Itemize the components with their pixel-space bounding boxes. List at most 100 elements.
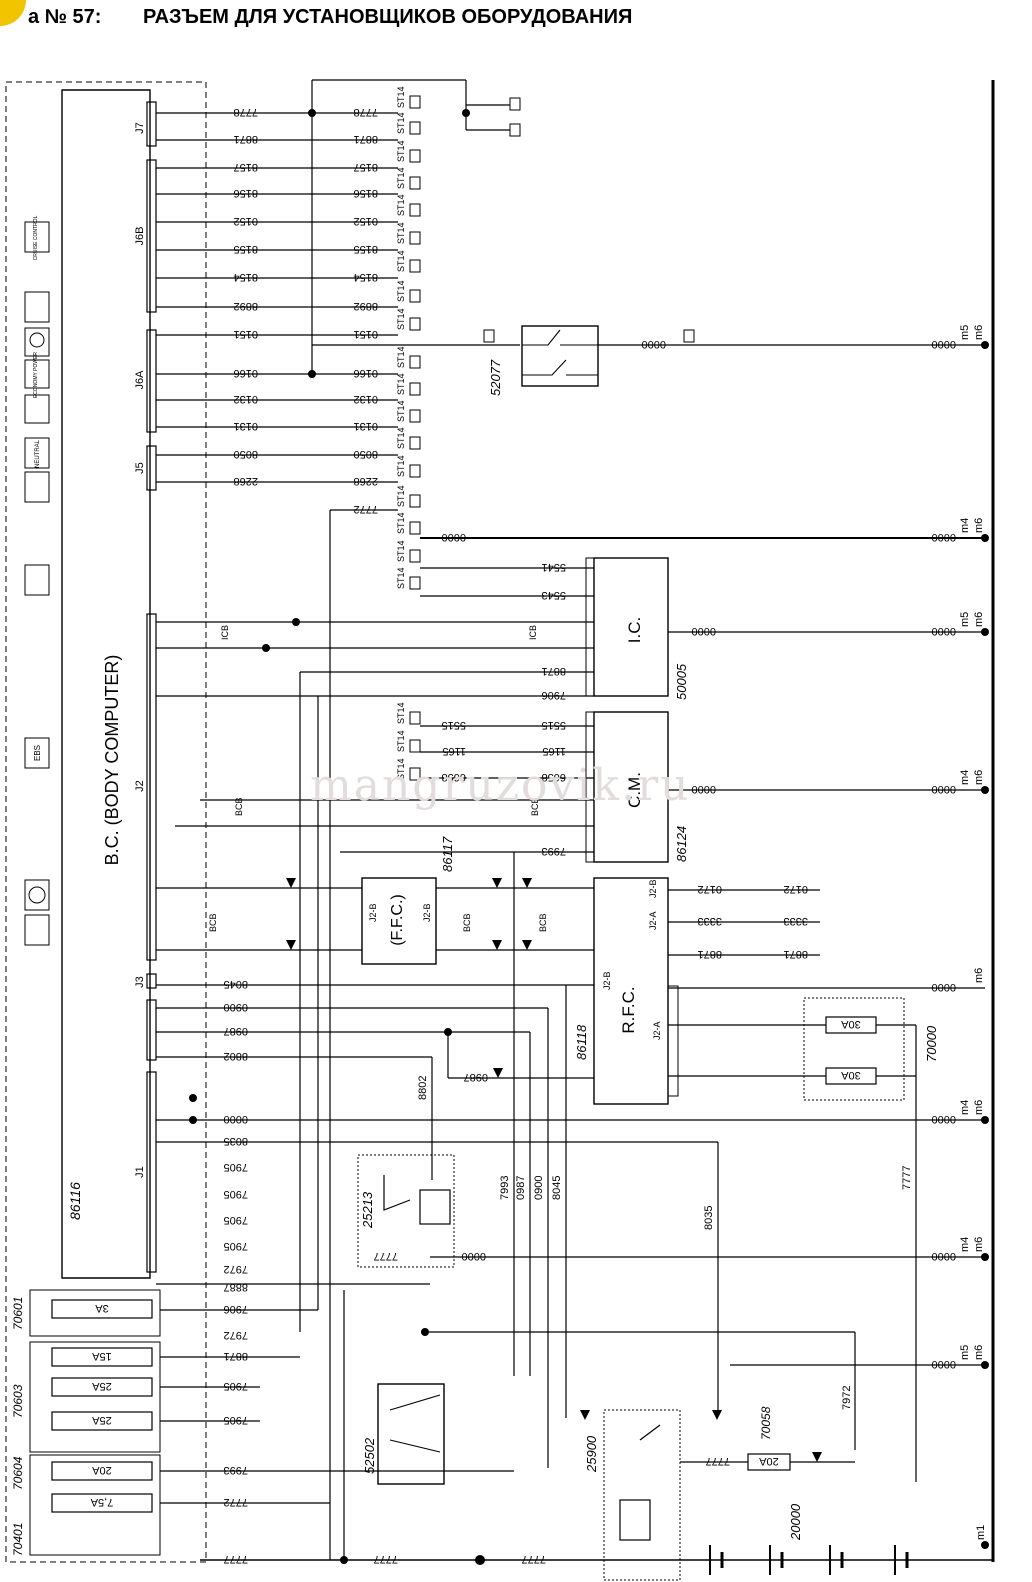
svg-text:BCB: BCB xyxy=(530,797,540,816)
svg-text:0987: 0987 xyxy=(464,1071,488,1083)
svg-text:8035: 8035 xyxy=(224,1135,248,1147)
svg-text:8155: 8155 xyxy=(354,243,378,255)
svg-text:ICB: ICB xyxy=(528,625,538,640)
connector-j5 xyxy=(146,445,157,491)
fuse-20a: 20A xyxy=(92,1464,112,1476)
svg-text:5515: 5515 xyxy=(542,719,566,731)
svg-text:8045: 8045 xyxy=(224,978,248,990)
ground-point-labels: m5 m6 m4 m6 m5 m6 m4 m6 m6 m4 m6 m4 m6 m… xyxy=(959,325,987,1540)
svg-text:0151: 0151 xyxy=(234,328,258,340)
ffc-label: (F.F.C.) xyxy=(389,894,406,946)
svg-text:m6: m6 xyxy=(973,518,985,533)
page-header: а № 57: РАЗЪЕМ ДЛЯ УСТАНОВЩИКОВ ОБОРУДОВ… xyxy=(0,0,1032,40)
svg-text:7905: 7905 xyxy=(224,1188,248,1200)
svg-text:7993: 7993 xyxy=(224,1464,248,1476)
rfc-label: R.F.C. xyxy=(619,986,638,1033)
ic-code: 50005 xyxy=(674,663,689,700)
svg-text:7777: 7777 xyxy=(901,1166,913,1190)
ground-wires xyxy=(156,537,993,1561)
fuse-block-70603: 70603 xyxy=(11,1384,25,1418)
connector-j6b-label: J6B xyxy=(134,227,146,246)
mode-icons xyxy=(24,221,50,946)
settings-icon xyxy=(24,394,50,424)
svg-text:BCB: BCB xyxy=(462,913,472,932)
st14-connector xyxy=(409,95,695,781)
fuse-block-70604: 70604 xyxy=(11,1456,25,1490)
svg-text:0000: 0000 xyxy=(932,1113,956,1125)
icon-neutral-label: NEUTRAL xyxy=(35,439,41,468)
left-fuse-blocks xyxy=(29,1289,514,1556)
svg-text:ST14: ST14 xyxy=(396,346,406,368)
connector-j7-top xyxy=(146,101,157,147)
svg-text:ST14: ST14 xyxy=(396,455,406,477)
svg-text:0000: 0000 xyxy=(932,338,956,350)
fuse-block-70401: 70401 xyxy=(11,1523,25,1556)
svg-text:8802: 8802 xyxy=(224,1050,248,1062)
arrows xyxy=(286,878,822,1462)
svg-text:8871: 8871 xyxy=(354,133,378,145)
svg-text:6658: 6658 xyxy=(542,771,566,783)
module-pins xyxy=(585,557,679,1097)
svg-text:ST14: ST14 xyxy=(396,194,406,216)
svg-text:5515: 5515 xyxy=(442,719,466,731)
svg-text:ST14: ST14 xyxy=(396,373,406,395)
svg-text:7777: 7777 xyxy=(374,1553,398,1565)
wire-labels-bottom: 8045 0900 0987 8802 0987 0000 8035 7905 … xyxy=(224,978,956,1565)
svg-text:m5: m5 xyxy=(959,1345,971,1360)
battery-code: 20000 xyxy=(788,1503,803,1541)
svg-text:ICB: ICB xyxy=(220,625,230,640)
svg-text:m5: m5 xyxy=(959,325,971,340)
svg-text:8871: 8871 xyxy=(224,1350,248,1362)
svg-text:0000: 0000 xyxy=(462,1250,486,1262)
svg-text:7905: 7905 xyxy=(224,1161,248,1173)
page-title: РАЗЪЕМ ДЛЯ УСТАНОВЩИКОВ ОБОРУДОВАНИЯ xyxy=(143,6,633,28)
svg-text:2268: 2268 xyxy=(354,475,378,487)
ffc-module xyxy=(361,877,437,965)
svg-text:7993: 7993 xyxy=(499,1176,511,1200)
fuse-25a-1: 25A xyxy=(92,1380,112,1392)
fuse-25a-2: 25A xyxy=(92,1414,112,1426)
body-computer-box xyxy=(61,89,151,1279)
fuse-70058-rating: 20A xyxy=(759,1455,779,1467)
svg-text:ST14: ST14 xyxy=(396,86,406,108)
svg-text:m6: m6 xyxy=(973,968,985,983)
connector-j2-label: J2 xyxy=(134,780,146,792)
svg-text:7905: 7905 xyxy=(224,1414,248,1426)
page-number: а № 57: xyxy=(28,6,102,28)
svg-text:0000: 0000 xyxy=(932,625,956,637)
svg-text:7972: 7972 xyxy=(224,1263,248,1275)
svg-text:m6: m6 xyxy=(973,1100,985,1115)
svg-text:1165: 1165 xyxy=(442,745,466,757)
refresh-icon xyxy=(24,327,50,357)
svg-text:m4: m4 xyxy=(959,1100,971,1115)
svg-text:0900: 0900 xyxy=(533,1176,545,1200)
svg-text:8887: 8887 xyxy=(224,1281,248,1293)
svg-text:ST14: ST14 xyxy=(396,280,406,302)
svg-text:7906: 7906 xyxy=(542,689,566,701)
svg-text:0000: 0000 xyxy=(692,625,716,637)
pto-icon xyxy=(24,471,50,503)
svg-text:8045: 8045 xyxy=(551,1176,563,1200)
connector-j3-label: J3 xyxy=(134,976,146,988)
svg-text:ST14: ST14 xyxy=(396,567,406,589)
svg-text:0000: 0000 xyxy=(442,531,466,543)
svg-text:0166: 0166 xyxy=(234,367,258,379)
svg-text:8871: 8871 xyxy=(784,948,808,960)
svg-text:0152: 0152 xyxy=(234,215,258,227)
svg-text:7777: 7777 xyxy=(522,1553,546,1565)
relay-25213-code: 25213 xyxy=(360,1191,375,1229)
top-wires xyxy=(156,79,520,1560)
svg-text:0132: 0132 xyxy=(234,393,258,405)
fuse-15a: 15A xyxy=(92,1350,112,1362)
icon-cruise-label: CRUISE CONTROL xyxy=(33,215,39,260)
svg-text:m1: m1 xyxy=(975,1525,987,1540)
svg-text:0000: 0000 xyxy=(932,1250,956,1262)
switch-52502 xyxy=(377,1383,445,1485)
svg-text:7905: 7905 xyxy=(224,1380,248,1392)
fuse-3a: 3A xyxy=(95,1302,109,1314)
svg-text:ST14: ST14 xyxy=(396,427,406,449)
svg-text:ST14: ST14 xyxy=(396,400,406,422)
connector-j5-label: J5 xyxy=(134,462,146,474)
svg-text:8892: 8892 xyxy=(354,300,378,312)
svg-text:8154: 8154 xyxy=(354,271,378,283)
